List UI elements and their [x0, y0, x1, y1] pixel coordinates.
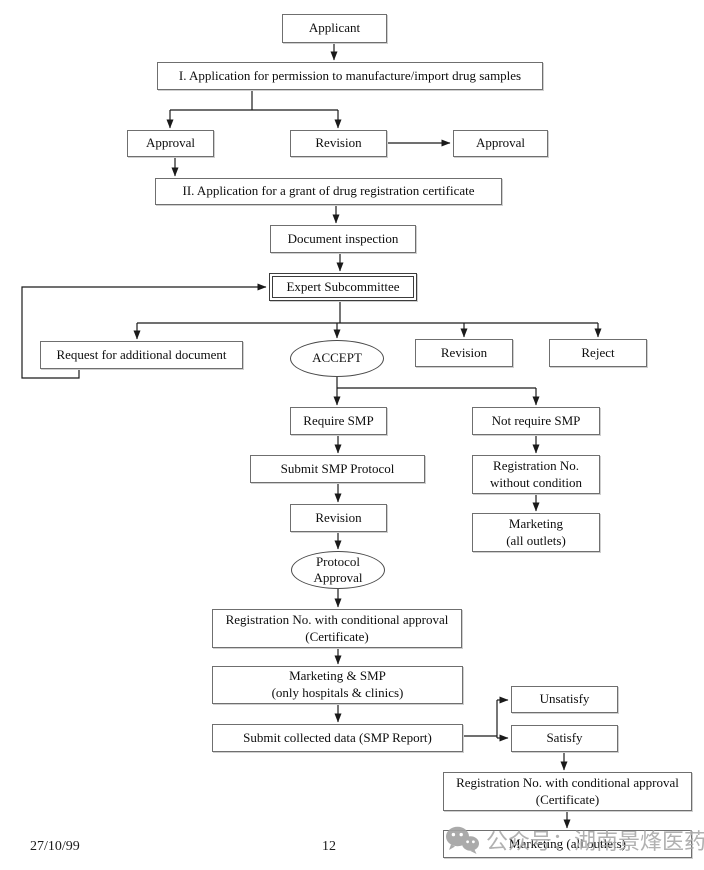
- footer-page-number: 12: [322, 839, 336, 854]
- node-document-inspection: Document inspection: [270, 225, 416, 253]
- node-marketing-all-outlets: Marketing (all outlets): [472, 513, 600, 552]
- node-expert-subcommittee: Expert Subcommittee: [269, 273, 417, 301]
- node-not-require-smp: Not require SMP: [472, 407, 600, 435]
- node-request-additional-document: Request for additional document: [40, 341, 243, 369]
- node-unsatisfy: Unsatisfy: [511, 686, 618, 713]
- node-protocol-approval: Protocol Approval: [291, 551, 385, 589]
- footer-date: 27/10/99: [30, 839, 80, 854]
- node-revision-top: Revision: [290, 130, 387, 157]
- node-approval-right: Approval: [453, 130, 548, 157]
- node-reject: Reject: [549, 339, 647, 367]
- node-accept: ACCEPT: [290, 340, 384, 377]
- node-applicant: Applicant: [282, 14, 387, 43]
- connector-lines: [21, 43, 602, 829]
- node-registration-conditional-approval-2: Registration No. with conditional approv…: [443, 772, 692, 811]
- node-revision-smp: Revision: [290, 504, 387, 532]
- node-marketing-and-smp: Marketing & SMP (only hospitals & clinic…: [212, 666, 463, 704]
- node-require-smp: Require SMP: [290, 407, 387, 435]
- node-registration-no-without-condition: Registration No. without condition: [472, 455, 600, 494]
- node-approval-left: Approval: [127, 130, 214, 157]
- node-registration-conditional-approval-1: Registration No. with conditional approv…: [212, 609, 462, 648]
- node-revision-committee: Revision: [415, 339, 513, 367]
- node-step2-registration-certificate: II. Application for a grant of drug regi…: [155, 178, 502, 205]
- node-submit-collected-data: Submit collected data (SMP Report): [212, 724, 463, 752]
- node-step1-application-samples: I. Application for permission to manufac…: [157, 62, 543, 90]
- node-satisfy: Satisfy: [511, 725, 618, 752]
- node-submit-smp-protocol: Submit SMP Protocol: [250, 455, 425, 483]
- node-marketing-all-outlets-final: Marketing (all outlets): [443, 830, 692, 858]
